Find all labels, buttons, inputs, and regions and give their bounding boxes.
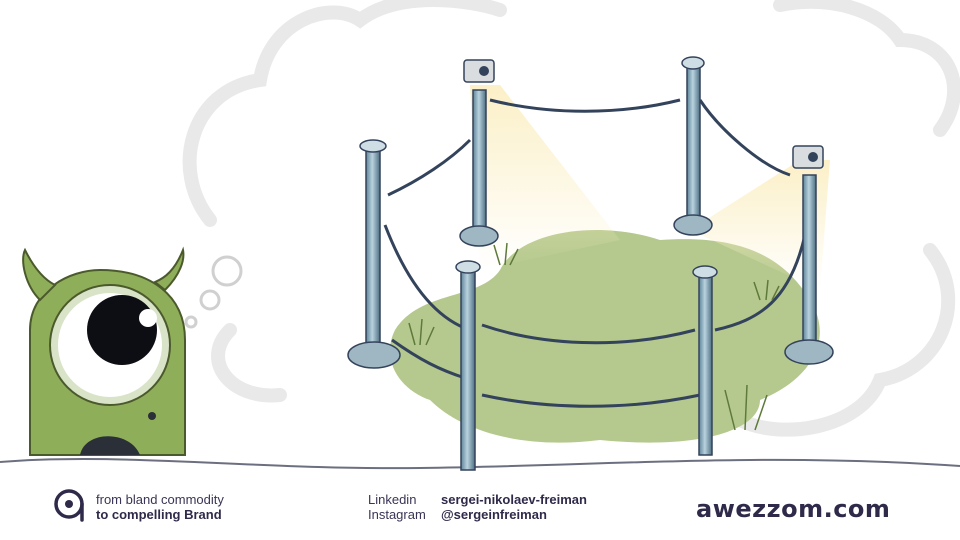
tagline-line-1: from bland commodity	[96, 492, 224, 507]
post-front-right	[692, 265, 718, 456]
post-left	[347, 139, 401, 369]
brand-logo-icon	[54, 489, 84, 522]
social-links: Linkedin sergei-nikolaev-freiman Instagr…	[368, 492, 587, 522]
ropes	[383, 98, 807, 408]
brand-tagline: from bland commodity to compelling Brand	[96, 492, 224, 522]
instagram-handle[interactable]: @sergeinfreiman	[441, 507, 547, 522]
post-back-right	[673, 56, 713, 236]
post-back-left	[459, 89, 499, 247]
monster-mascot	[22, 246, 186, 456]
social-label-linkedin: Linkedin	[368, 492, 417, 507]
social-row-linkedin: Linkedin sergei-nikolaev-freiman	[368, 492, 587, 507]
ground-line	[0, 457, 960, 470]
grass-patch	[389, 230, 820, 443]
security-camera-left	[463, 59, 495, 83]
ground-horizon	[0, 458, 960, 540]
post-right	[784, 174, 834, 365]
thought-bubbles	[184, 255, 243, 329]
social-row-instagram: Instagram @sergeinfreiman	[368, 507, 587, 522]
linkedin-handle[interactable]: sergei-nikolaev-freiman	[441, 492, 587, 507]
post-front-left	[455, 260, 481, 471]
website-link[interactable]: awezzom.com	[696, 495, 891, 523]
camera-beam-right	[690, 160, 830, 290]
camera-beam-left	[470, 85, 620, 270]
social-label-instagram: Instagram	[368, 507, 426, 522]
tagline-line-2: to compelling Brand	[96, 507, 222, 522]
grass-tufts	[408, 242, 780, 431]
thought-cloud	[182, 0, 960, 437]
security-camera-right	[792, 145, 824, 169]
